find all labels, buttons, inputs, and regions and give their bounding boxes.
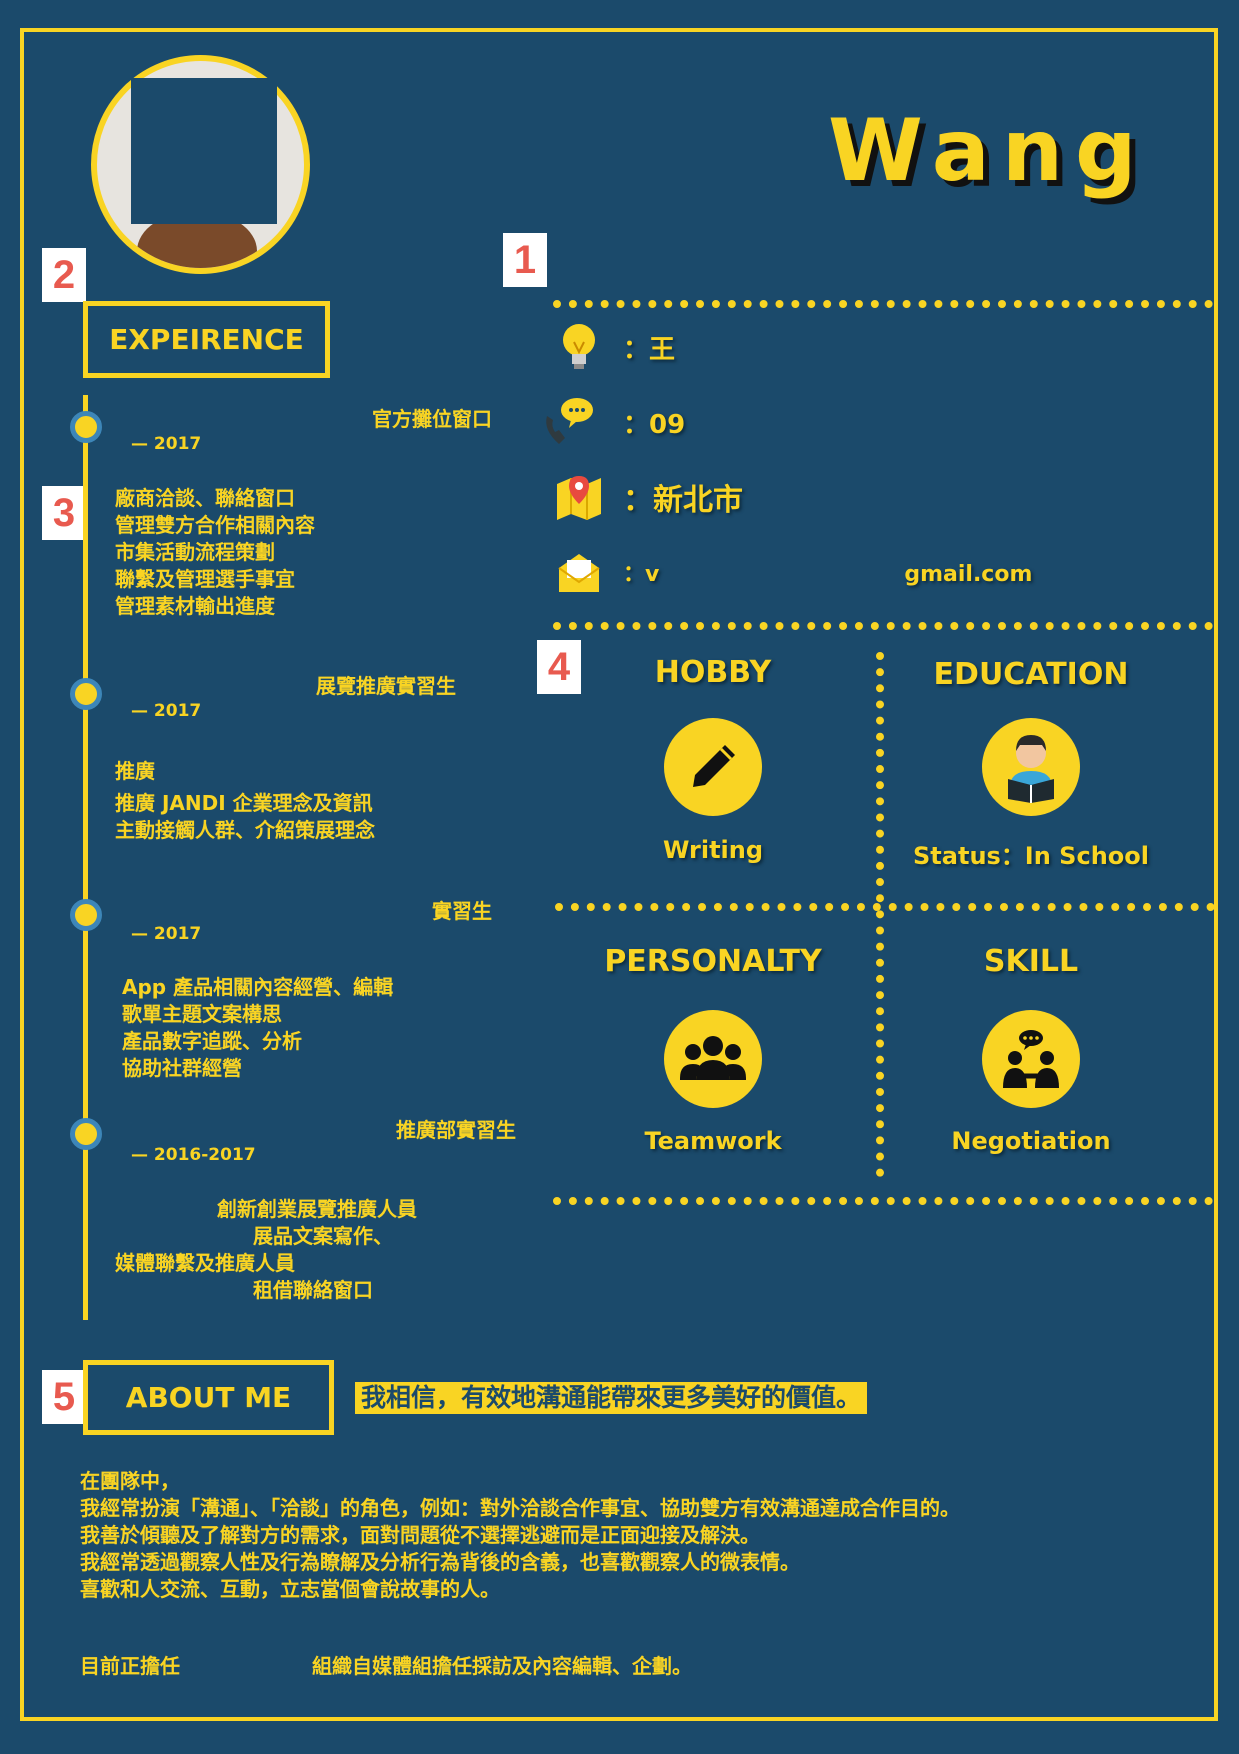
job-year: — 2016-2017 [131, 1145, 256, 1165]
current-prefix: 目前正擔任 [80, 1654, 180, 1678]
about-title: ABOUT ME [83, 1360, 334, 1435]
timeline-dot [70, 678, 102, 710]
contact-email: ：v gmail.com [623, 556, 1032, 588]
hobby-title: HOBBY [654, 655, 772, 690]
section-number-2: 2 [42, 248, 86, 302]
duty-item: 主動接觸人群、介紹策展理念 [115, 818, 375, 842]
skill-title: SKILL [983, 944, 1079, 979]
about-paragraph: 在團隊中， 我經常扮演「溝通」、「洽談」的角色，例如：對外洽談合作事宜、協助雙方… [80, 1468, 960, 1603]
duty-item: 創新創業展覽推廣人員 [217, 1197, 417, 1221]
timeline-dot [70, 1118, 102, 1150]
job-year: — 2017 [131, 701, 202, 721]
divider-bottom [553, 1197, 1213, 1205]
divider-middle [555, 903, 1215, 911]
page-border [20, 28, 1218, 1721]
contact-location-row: ：新北市 [555, 473, 743, 521]
contact-location: ：新北市 [623, 483, 743, 518]
timeline-dot [70, 899, 102, 931]
duty-item: 媒體聯繫及推廣人員 [115, 1251, 295, 1275]
job-duties: 廠商洽談、聯絡窗口 管理雙方合作相關內容 市集活動流程策劃 聯繫及管理選手事宜 … [115, 485, 315, 620]
motto: 我相信，有效地溝通能帶來更多美好的價值。 [355, 1382, 868, 1414]
duty-item: 歌單主題文案構思 [122, 1002, 282, 1026]
duty-item: 管理素材輸出進度 [115, 594, 275, 618]
about-line: 在團隊中， [80, 1469, 180, 1493]
timeline-dot [70, 411, 102, 443]
divider-contact-bottom [553, 622, 1213, 630]
hobby-label: Writing [662, 836, 764, 864]
duty-item: 聯繫及管理選手事宜 [115, 567, 295, 591]
student-reading-icon [982, 718, 1080, 816]
current-position: 目前正擔任 組織自媒體組擔任採訪及內容編輯、企劃。 [80, 1650, 692, 1679]
job-duties: 創新創業展覽推廣人員 展品文案寫作、 媒體聯繫及推廣人員 租借聯絡窗口 [115, 1196, 417, 1304]
personality-label: Teamwork [644, 1127, 782, 1155]
duty-item: 廠商洽談、聯絡窗口 [115, 486, 295, 510]
duty-item: 推廣 [115, 759, 155, 783]
duty-item: 租借聯絡窗口 [253, 1278, 373, 1302]
phone-chat-icon [546, 398, 603, 446]
map-pin-icon [555, 473, 603, 521]
experience-title: EXPEIRENCE [83, 301, 330, 378]
contact-name-row: ：王 [555, 323, 675, 371]
section-number-4: 4 [537, 640, 581, 694]
duty-item: 展品文案寫作、 [253, 1224, 393, 1248]
avatar-redaction [131, 78, 277, 224]
job-year: — 2017 [131, 924, 202, 944]
contact-phone-row: ：09 [546, 398, 686, 446]
duty-item: 管理雙方合作相關內容 [115, 513, 315, 537]
job-year: — 2017 [131, 434, 202, 454]
job-title: 官方攤位窗口 [372, 407, 492, 431]
contact-phone: ：09 [623, 409, 686, 440]
about-line: 我善於傾聽及了解對方的需求，面對問題從不選擇逃避而是正面迎接及解決。 [80, 1523, 760, 1547]
education-label: Status：In School [913, 842, 1149, 870]
personality-title: PERSONALTY [604, 944, 822, 979]
education-title: EDUCATION [933, 657, 1129, 692]
duty-item: 市集活動流程策劃 [115, 540, 275, 564]
job-title: 推廣部實習生 [396, 1118, 516, 1142]
job-duties: 推廣 推廣 JANDI 企業理念及資訊 主動接觸人群、介紹策展理念 [115, 758, 375, 844]
experience-timeline [83, 395, 88, 1320]
email-suffix: gmail.com [904, 562, 1033, 587]
divider-top [553, 300, 1213, 308]
skill-label: Negotiation [951, 1127, 1111, 1155]
job-duties: App 產品相關內容經營、編輯 歌單主題文案構思 產品數字追蹤、分析 協助社群經… [122, 974, 393, 1082]
people-talking-icon [982, 1010, 1080, 1108]
resume-name: Wang [828, 101, 1149, 201]
about-line: 我經常透過觀察人性及行為瞭解及分析行為背後的含義，也喜歡觀察人的微表情。 [80, 1550, 800, 1574]
envelope-icon [555, 548, 603, 596]
email-prefix: ：v [623, 562, 660, 587]
divider-vertical [876, 652, 884, 1177]
about-line: 喜歡和人交流、互動，立志當個會說故事的人。 [80, 1577, 500, 1601]
job-title: 展覽推廣實習生 [316, 674, 456, 698]
section-number-5: 5 [42, 1370, 86, 1424]
current-suffix: 組織自媒體組擔任採訪及內容編輯、企劃。 [312, 1654, 692, 1678]
about-line: 我經常扮演「溝通」、「洽談」的角色，例如：對外洽談合作事宜、協助雙方有效溝通達成… [80, 1496, 960, 1520]
contact-name: ：王 [623, 334, 676, 365]
pencil-icon [664, 718, 762, 816]
group-icon [664, 1010, 762, 1108]
duty-item: 推廣 JANDI 企業理念及資訊 [115, 791, 373, 815]
lightbulb-icon [555, 323, 603, 371]
duty-item: App 產品相關內容經營、編輯 [122, 975, 394, 999]
job-title: 實習生 [432, 899, 492, 923]
duty-item: 產品數字追蹤、分析 [122, 1029, 302, 1053]
contact-email-row: ：v gmail.com [555, 548, 1032, 596]
section-number-1: 1 [503, 233, 547, 287]
duty-item: 協助社群經營 [122, 1056, 242, 1080]
section-number-3: 3 [42, 486, 86, 540]
